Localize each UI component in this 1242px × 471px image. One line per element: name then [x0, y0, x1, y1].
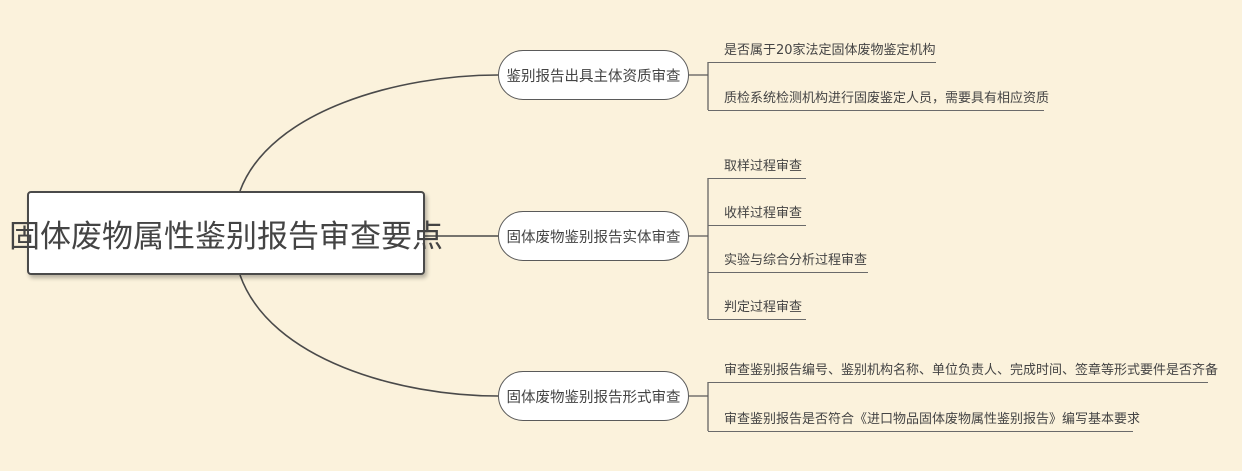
branch-topic-substance[interactable]: 固体废物鉴别报告实体审查 [498, 211, 689, 261]
connector-root-branch-1 [239, 74, 499, 192]
leaf-topic-sampling[interactable]: 取样过程审查 [708, 157, 806, 179]
branch-topic-form[interactable]: 固体废物鉴别报告形式审查 [498, 371, 689, 421]
leaf-topic-sample-receipt[interactable]: 收样过程审查 [708, 204, 806, 226]
leaf-topic-writing-requirements[interactable]: 审查鉴别报告是否符合《进口物品固体废物属性鉴别报告》编写基本要求 [708, 410, 1140, 432]
leaf-topic-formal-elements[interactable]: 审查鉴别报告编号、鉴别机构名称、单位负责人、完成时间、签章等形式要件是否齐备 [708, 361, 1218, 383]
leaf-topic-judgement[interactable]: 判定过程审查 [708, 298, 806, 320]
branch-topic-qualification[interactable]: 鉴别报告出具主体资质审查 [498, 50, 689, 100]
leaf-topic-legal-institution[interactable]: 是否属于20家法定固体废物鉴定机构 [708, 41, 936, 63]
leaf-topic-inspector-qualification[interactable]: 质检系统检测机构进行固废鉴定人员，需要具有相应资质 [708, 89, 1049, 111]
root-topic[interactable]: 固体废物属性鉴别报告审查要点 [9, 191, 443, 275]
connector-root-branch-3 [239, 274, 499, 397]
leaf-topic-experiment-analysis[interactable]: 实验与综合分析过程审查 [708, 251, 868, 273]
